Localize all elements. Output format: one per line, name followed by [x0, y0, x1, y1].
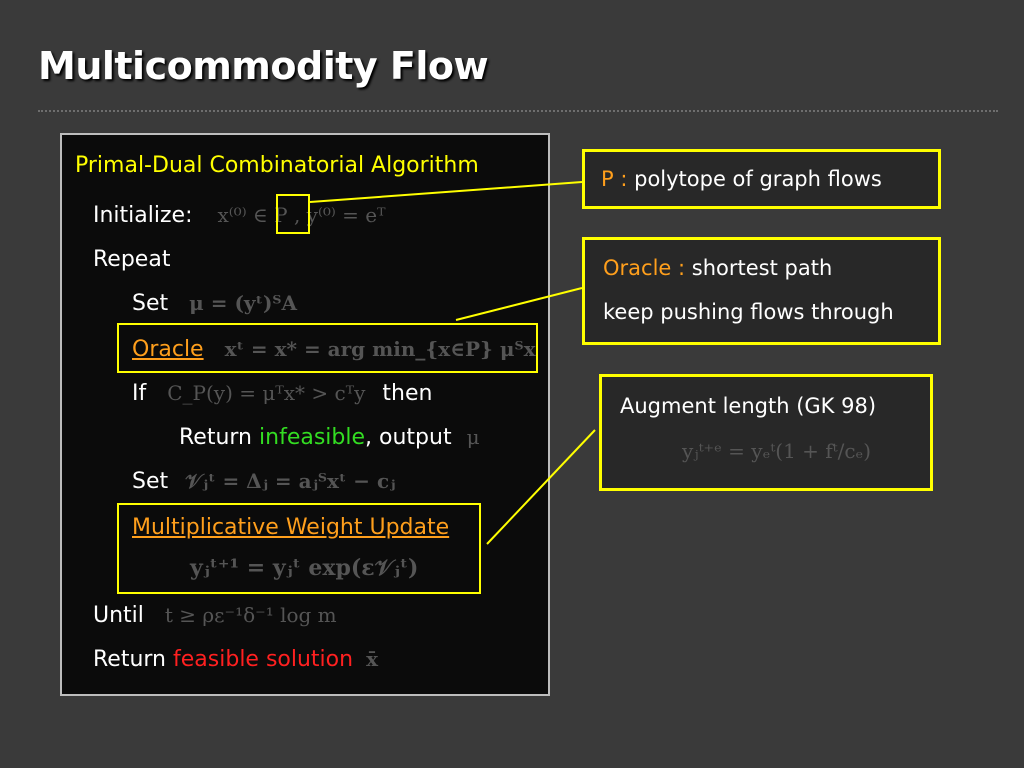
p-callout: P : polytope of graph flows — [582, 149, 941, 209]
then-label: then — [382, 381, 433, 406]
initialize-row: Initialize: x⁽⁰⁾ ∈ P , y⁽⁰⁾ = eᵀ — [93, 203, 386, 228]
until-formula: t ≥ ρε⁻¹δ⁻¹ log m — [164, 603, 337, 627]
algorithm-heading: Primal-Dual Combinatorial Algorithm — [75, 153, 479, 178]
output-label: , output — [365, 425, 452, 450]
oracle-connector-line — [455, 287, 583, 321]
mwu-label: Multiplicative Weight Update — [132, 515, 450, 540]
initialize-label: Initialize: — [93, 203, 193, 228]
if-row: If C_P(y) = μᵀx* > cᵀy then — [132, 381, 432, 406]
return-infeasible-row: Return infeasible, output μ — [179, 425, 480, 450]
oracle-callout: Oracle : shortest path keep pushing flow… — [582, 237, 941, 345]
title-divider — [38, 110, 998, 112]
oracle-highlight-box — [117, 323, 538, 373]
set2-row: Set 𝒱ⱼᵗ = Δⱼ = aⱼᵀxᵗ − cⱼ — [132, 469, 395, 494]
oracle-callout-row1: Oracle : shortest path — [603, 256, 832, 280]
feasible-label: feasible solution — [173, 647, 354, 672]
oracle-callout-text: shortest path — [691, 256, 833, 280]
oracle-row: Oracle xᵗ = x* = arg min_{x∈P} μᵀx — [132, 337, 536, 362]
augment-connector-line — [486, 429, 596, 545]
p-callout-text-row: P : polytope of graph flows — [601, 167, 882, 191]
mwu-highlight-box — [117, 503, 481, 594]
p-highlight-box — [276, 194, 310, 234]
slide-title: Multicommodity Flow — [38, 44, 489, 88]
p-callout-key: P : — [601, 167, 628, 191]
set-formula: μ = (yᵗ)ᵀA — [189, 291, 298, 315]
set-row: Set μ = (yᵗ)ᵀA — [132, 291, 297, 316]
oracle-formula: xᵗ = x* = arg min_{x∈P} μᵀx — [224, 337, 536, 361]
oracle-callout-line2: keep pushing flows through — [603, 300, 894, 324]
return-final-row: Return feasible solution x̄ — [93, 647, 378, 672]
augment-callout-text: Augment length (GK 98) — [620, 394, 877, 418]
return-final-label: Return — [93, 647, 167, 672]
p-connector-line — [309, 181, 583, 203]
set2-label: Set — [132, 469, 169, 494]
if-formula: C_P(y) = μᵀx* > cᵀy — [167, 381, 366, 405]
augment-callout: Augment length (GK 98) yⱼᵗ⁺ᵉ = yₑᵗ(1 + f… — [599, 374, 933, 491]
initialize-formula: x⁽⁰⁾ ∈ P , y⁽⁰⁾ = eᵀ — [217, 203, 386, 227]
repeat-label: Repeat — [93, 247, 171, 272]
oracle-label: Oracle — [132, 337, 204, 362]
output-formula: μ — [466, 425, 480, 449]
mwu-formula: yⱼᵗ⁺¹ = yⱼᵗ exp(ε𝒱ⱼᵗ) — [190, 555, 419, 581]
if-label: If — [132, 381, 147, 406]
oracle-callout-key: Oracle : — [603, 256, 686, 280]
until-row: Until t ≥ ρε⁻¹δ⁻¹ log m — [93, 603, 337, 628]
set-label: Set — [132, 291, 169, 316]
augment-callout-formula: yⱼᵗ⁺ᵉ = yₑᵗ(1 + fᵗ/cₑ) — [682, 439, 872, 463]
set2-formula: 𝒱ⱼᵗ = Δⱼ = aⱼᵀxᵗ − cⱼ — [185, 469, 396, 493]
p-callout-text: polytope of graph flows — [634, 167, 882, 191]
infeasible-label: infeasible — [259, 425, 366, 450]
until-label: Until — [93, 603, 144, 628]
feasible-formula: x̄ — [366, 647, 379, 671]
return-label: Return — [179, 425, 253, 450]
algorithm-panel: Primal-Dual Combinatorial Algorithm Init… — [60, 133, 550, 696]
